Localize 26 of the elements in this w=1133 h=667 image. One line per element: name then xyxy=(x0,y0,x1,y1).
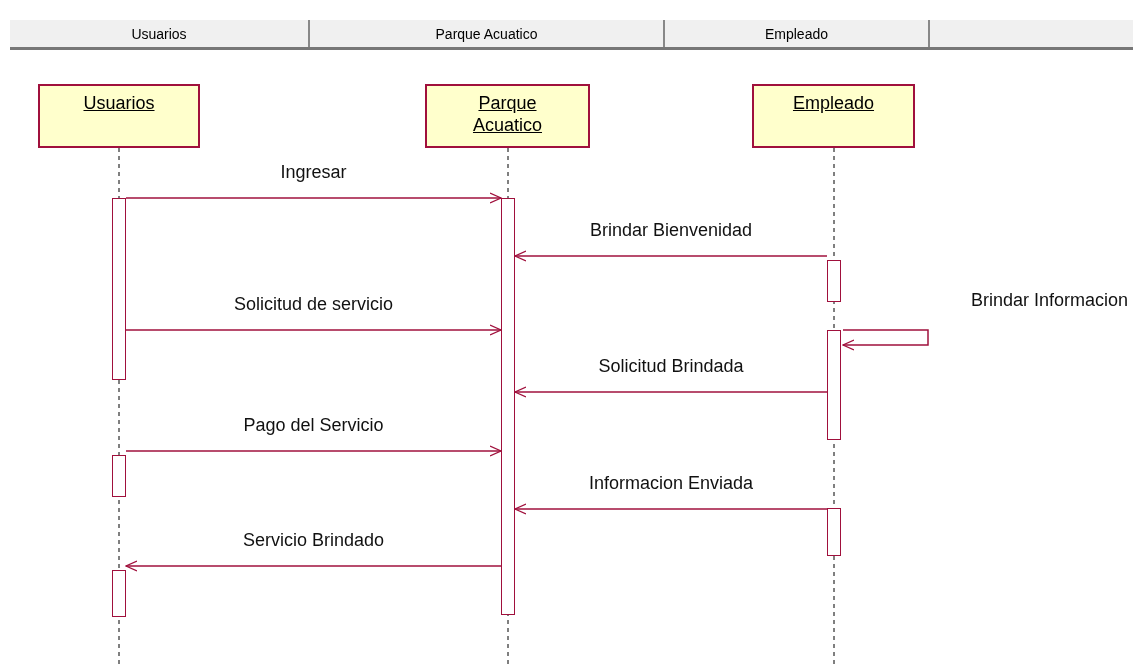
message-arrow xyxy=(514,503,828,515)
participant-name: Empleado xyxy=(792,92,875,114)
message-label: Pago del Servicio xyxy=(243,415,384,436)
activation-bar xyxy=(827,330,841,440)
activation-bar xyxy=(112,570,126,617)
activation-bar xyxy=(827,508,841,556)
lifeline-head xyxy=(38,84,200,148)
message-arrow xyxy=(125,192,502,204)
column-header: Parque Acuatico xyxy=(310,20,665,47)
activation-bar xyxy=(112,455,126,497)
column-header: Empleado xyxy=(665,20,930,47)
message-arrow xyxy=(125,445,502,457)
message-arrow xyxy=(125,560,502,572)
participant-name: Usuarios xyxy=(83,92,155,114)
activation-bar xyxy=(501,198,515,615)
message-arrow xyxy=(842,329,929,351)
lifeline-head xyxy=(752,84,915,148)
activation-bar xyxy=(827,260,841,302)
message-arrow xyxy=(514,386,828,398)
lifeline-head xyxy=(425,84,590,148)
message-arrow xyxy=(514,250,828,262)
column-header: Usuarios xyxy=(10,20,310,47)
message-arrow xyxy=(125,324,502,336)
participant-name: Parque Acuatico xyxy=(471,92,543,136)
message-label: Ingresar xyxy=(280,162,347,183)
activation-bar xyxy=(112,198,126,380)
